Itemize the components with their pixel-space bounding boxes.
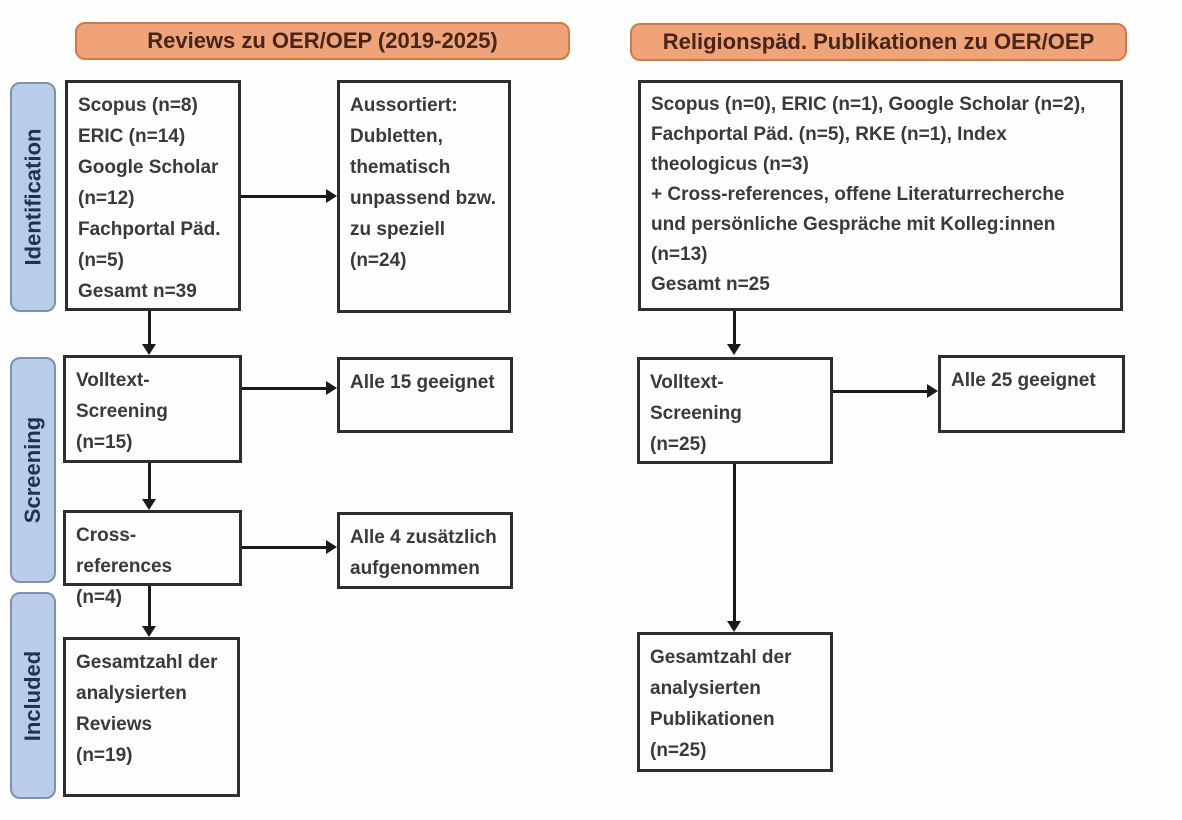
box-left-all-suitable: Alle 15 geeignet xyxy=(337,357,513,433)
phase-label-identification-text: Identification xyxy=(20,128,46,266)
phase-label-screening-text: Screening xyxy=(20,416,45,524)
box-right-fulltext-screening: Volltext- Screening (n=25) xyxy=(637,357,833,464)
box-right-total: Gesamtzahl der analysierten Publikatione… xyxy=(637,632,833,772)
box-right-all-suitable: Alle 25 geeignet xyxy=(938,355,1125,433)
phase-label-identification: Identification xyxy=(10,82,56,312)
box-left-cross-references: Cross-references (n=4) xyxy=(63,510,242,608)
phase-label-screening: Screening xyxy=(10,357,56,583)
box-left-total: Gesamtzahl der analysierten Reviews (n=1… xyxy=(63,637,240,797)
box-left-fulltext-screening: Volltext- Screening (n=15) xyxy=(63,355,242,463)
arrow-left-sources-to-fulltext xyxy=(142,311,156,355)
arrow-left-fulltext-to-all-suitable xyxy=(242,381,337,395)
box-left-additional-included: Alle 4 zusätzlich aufgenommen xyxy=(337,512,513,589)
box-right-sources: Scopus (n=0), ERIC (n=1), Google Scholar… xyxy=(638,80,1123,311)
arrow-left-sources-to-excluded xyxy=(241,189,337,203)
box-left-sources: Scopus (n=8) ERIC (n=14) Google Scholar … xyxy=(65,80,241,311)
arrow-right-fulltext-to-all-suitable xyxy=(833,384,938,398)
arrow-left-cross-references-to-additional xyxy=(242,540,337,554)
arrow-right-sources-to-fulltext xyxy=(727,311,741,355)
arrow-left-cross-references-to-total xyxy=(142,586,156,637)
arrow-right-fulltext-to-total xyxy=(727,464,741,632)
arrow-left-fulltext-to-cross-references xyxy=(142,463,156,510)
column-header-religionspaed: Religionspäd. Publikationen zu OER/OEP xyxy=(630,23,1127,61)
box-left-excluded: Aussortiert: Dubletten, thematisch unpas… xyxy=(337,80,511,313)
phase-label-included: Included xyxy=(10,592,56,799)
column-header-reviews: Reviews zu OER/OEP (2019-2025) xyxy=(75,22,570,60)
phase-label-included-text: Included xyxy=(20,650,46,741)
